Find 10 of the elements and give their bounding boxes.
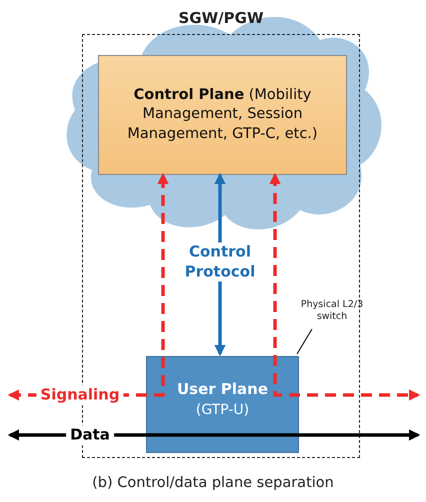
leader-line: [296, 328, 312, 354]
gateway-title: SGW/PGW: [178, 9, 264, 27]
user-plane-box: User Plane (GTP-U): [146, 356, 299, 453]
switch-note: Physical L2/3 switch: [291, 299, 373, 329]
arrow: [298, 429, 420, 441]
edge-label: Signaling: [36, 385, 124, 405]
edge-label: Data: [66, 425, 114, 445]
control-plane-box: Control Plane (Mobility Management, Session Management, GTP-C, etc.): [98, 55, 347, 175]
caption: (b) Control/data plane separation: [91, 475, 335, 491]
arrow: [269, 172, 420, 401]
